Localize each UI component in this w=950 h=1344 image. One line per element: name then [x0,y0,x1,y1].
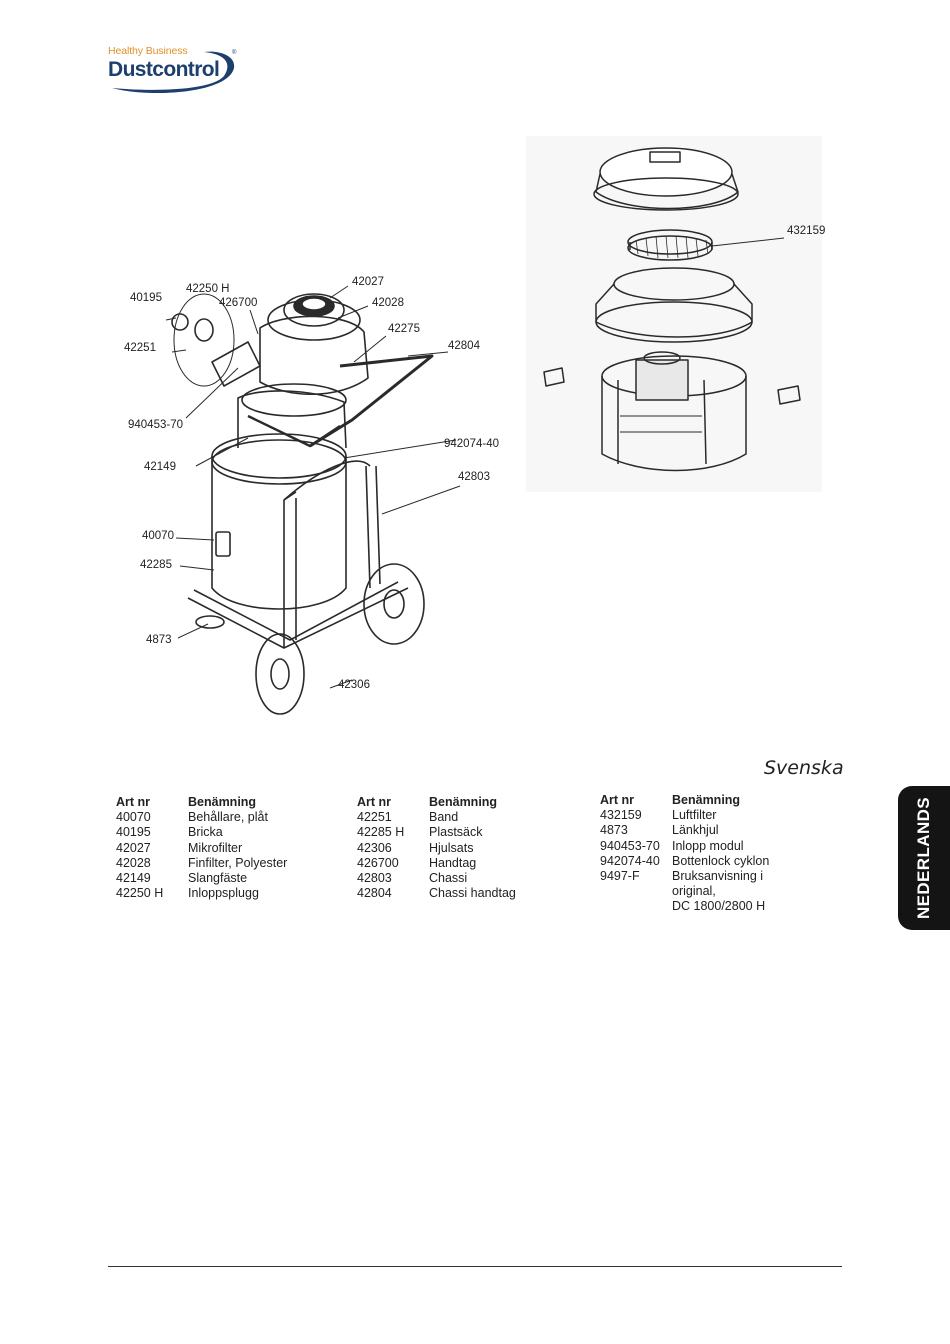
callout-40195: 40195 [130,292,162,304]
callout-42804: 42804 [448,340,480,352]
part-description: Finfilter, Polyester [188,855,288,870]
part-number: 9497-F [600,868,640,883]
part-description: Behållare, plåt [188,810,268,825]
part-number: 426700 [357,855,399,870]
table-row: 942074-40 Bottenlock cyklon [600,854,830,869]
table-row: 42149 Slangfäste [116,871,326,886]
part-description: original, [672,884,716,899]
table-row: 40070 Behållare, plåt [116,810,326,825]
logo-tagline: Healthy Business [108,45,188,57]
logo-swoosh-icon [112,51,235,94]
part-description: Bruksanvisning i [672,868,764,883]
column-header-art-nr: Art nr [116,795,151,809]
parts-table-3: Art nr Benämning 432159 Luftfilter 4873 Lä… [600,793,830,915]
part-description: Luftfilter [672,808,717,823]
part-number: 4873 [600,823,628,838]
part-number: 42306 [357,840,392,855]
part-description: Slangfäste [188,870,248,885]
table-row: 940453-70 Inlopp modul [600,839,830,854]
part-description: Hjulsats [429,840,474,855]
table-row: 42027 Mikrofilter [116,841,326,856]
callout-42250h: 42250 H [186,283,230,295]
part-description: Inloppsplugg [188,886,259,901]
column-header-benamning: Benämning [188,795,257,809]
logo-brand: Dustcontrol [108,58,220,81]
table-header-row: Art nr Benämning [600,793,830,808]
part-description: Inlopp modul [672,838,744,853]
part-number: 42803 [357,870,392,885]
part-description: Chassi handtag [429,886,516,901]
table-row: DC 1800/2800 H [600,899,830,914]
part-description: Länkhjul [672,823,719,838]
part-description: Bottenlock cyklon [672,853,770,868]
logo-registered-mark: ® [232,50,237,56]
callout-42803: 42803 [458,471,490,483]
callout-4873: 4873 [146,634,172,646]
language-side-tab-label: NEDERLANDS [914,796,933,920]
column-header-benamning: Benämning [429,795,498,809]
column-header-art-nr: Art nr [600,793,635,807]
table-row: 9497-F Bruksanvisning i [600,869,830,884]
part-number: 40195 [116,825,151,840]
part-description: Mikrofilter [188,840,243,855]
table-row: 42250 H Inloppsplugg [116,886,326,901]
part-number: 432159 [600,808,642,823]
company-logo: Healthy Business Dustcontrol ® [108,44,240,94]
parts-table-1: Art nr Benämning 40070 Behållare, plåt 40… [116,795,326,901]
column-header-benamning: Benämning [672,793,741,807]
part-description: Band [429,810,459,825]
callout-940453-70: 940453-70 [128,419,183,431]
table-row: 40195 Bricka [116,825,326,840]
callout-42251: 42251 [124,342,156,354]
callout-42285: 42285 [140,559,172,571]
footer-divider [108,1266,842,1267]
callout-426700: 426700 [219,297,258,309]
callout-40070: 40070 [142,530,174,542]
part-description: Plastsäck [429,825,483,840]
table-row: 42028 Finfilter, Polyester [116,856,326,871]
table-row: original, [600,884,830,899]
table-row: 42803 Chassi [357,871,567,886]
column-header-art-nr: Art nr [357,795,392,809]
vacuum-trolley-diagram [165,285,461,715]
part-number: 42251 [357,810,392,825]
table-header-row: Art nr Benämning [357,795,567,810]
table-row: 42251 Band [357,810,567,825]
section-language-title: Svenska [764,757,844,779]
part-number: 42028 [116,855,151,870]
callout-432159: 432159 [787,225,826,237]
part-number: 942074-40 [600,853,660,868]
part-description: Chassi [429,870,468,885]
callout-42275: 42275 [388,323,420,335]
part-number: 40070 [116,810,151,825]
language-side-tab[interactable]: NEDERLANDS [898,786,950,930]
table-row: 432159 Luftfilter [600,808,830,823]
part-number: 940453-70 [600,838,660,853]
callout-942074-40: 942074-40 [444,438,499,450]
part-description: Bricka [188,825,223,840]
callout-42027: 42027 [352,276,384,288]
part-number: 42285 H [357,825,405,840]
table-row: 4873 Länkhjul [600,823,830,838]
callout-42306: 42306 [338,679,370,691]
table-header-row: Art nr Benämning [116,795,326,810]
part-description: DC 1800/2800 H [672,899,766,914]
part-number: 42149 [116,870,151,885]
table-row: 42306 Hjulsats [357,841,567,856]
part-number: 42804 [357,886,392,901]
table-row: 42285 H Plastsäck [357,825,567,840]
part-number: 42027 [116,840,151,855]
filter-module-diagram [526,136,822,492]
table-row: 42804 Chassi handtag [357,886,567,901]
part-description: Handtag [429,855,477,870]
part-number: 42250 H [116,886,164,901]
callout-42149: 42149 [144,461,176,473]
parts-table-2: Art nr Benämning 42251 Band 42285 H Plasts… [357,795,567,901]
callout-42028: 42028 [372,297,404,309]
table-row: 426700 Handtag [357,856,567,871]
